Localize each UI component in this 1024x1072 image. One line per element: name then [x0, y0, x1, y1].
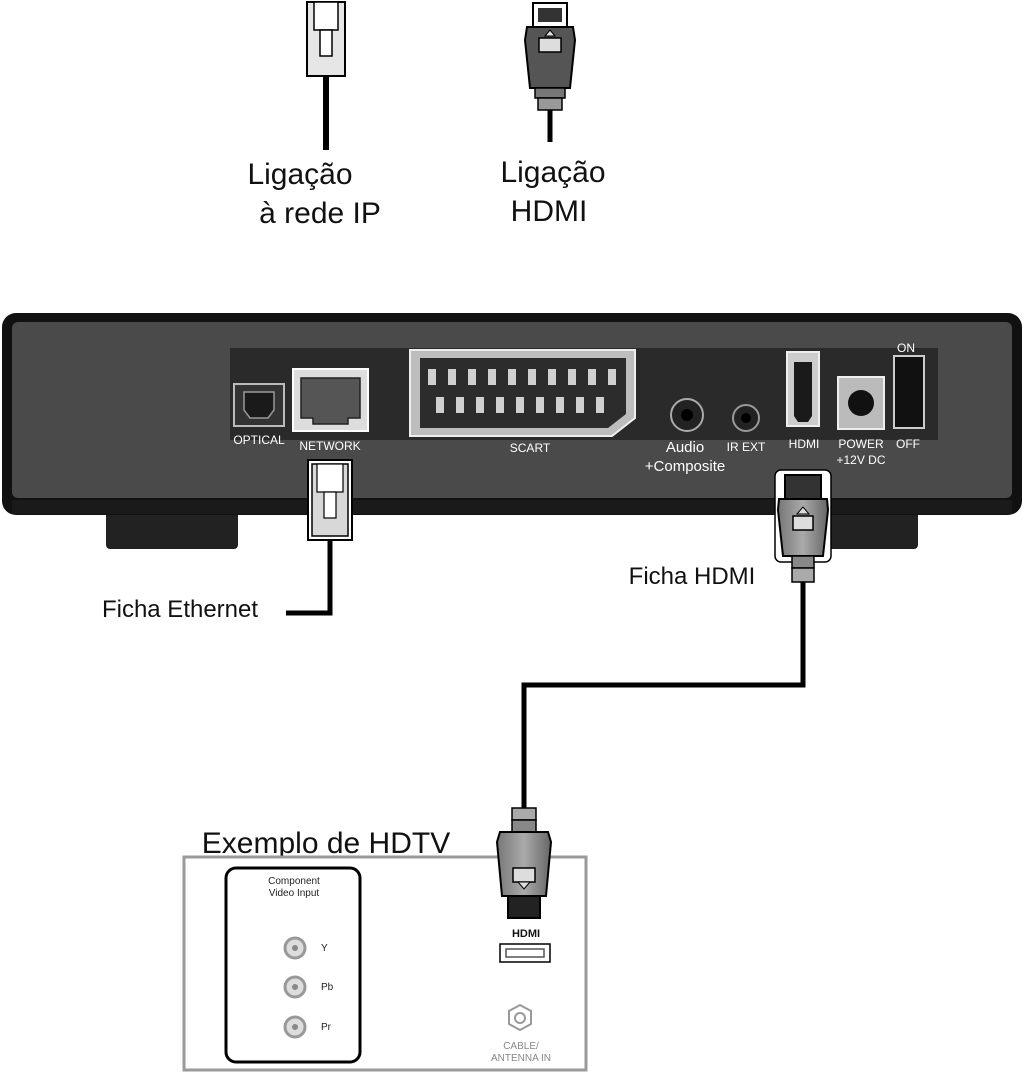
- network-port-label: NETWORK: [299, 439, 360, 453]
- hdmi-port: [786, 351, 820, 427]
- ir-ext-port: [732, 404, 760, 432]
- component-pr-label: Pr: [321, 1022, 332, 1033]
- scart-pin: [516, 397, 524, 413]
- component-y-jack: [283, 936, 307, 960]
- scart-pin: [576, 397, 584, 413]
- scart-pin: [548, 369, 556, 385]
- network-port: [292, 368, 369, 432]
- power-port-label-line2: +12V DC: [836, 453, 885, 467]
- component-pb-jack: [283, 975, 307, 999]
- scart-pin: [588, 369, 596, 385]
- ir-ext-port-label: IR EXT: [727, 440, 766, 454]
- power-port-label-line1: POWER: [838, 437, 884, 451]
- hdmi-port-label: HDMI: [789, 437, 820, 451]
- scart-pin: [496, 397, 504, 413]
- tv-title: Exemplo de HDTV: [202, 827, 450, 860]
- scart-port-label: SCART: [510, 441, 551, 455]
- ethernet-plug-label: Ficha Ethernet: [102, 596, 258, 623]
- legend-network-line2: à rede IP: [259, 197, 381, 230]
- antenna-label-line2: ANTENNA IN: [491, 1053, 551, 1064]
- component-label-line1: Component: [268, 876, 320, 887]
- scart-pin: [508, 369, 516, 385]
- scart-pin: [476, 397, 484, 413]
- component-y-label: Y: [321, 943, 328, 954]
- component-video-panel: [224, 866, 362, 1064]
- scart-pin: [568, 369, 576, 385]
- box-foot-left: [106, 505, 238, 549]
- scart-pin: [428, 369, 436, 385]
- ethernet-cable: [286, 459, 353, 616]
- ethernet-plug-icon: [306, 1, 346, 150]
- audio-port-label-line2: +Composite: [645, 458, 725, 475]
- hdmi-plug-box-end: [774, 469, 832, 583]
- tv-hdmi-port: [499, 943, 551, 963]
- scart-port: [409, 349, 636, 437]
- audio-composite-port: [670, 398, 704, 432]
- component-pr-jack: [283, 1015, 307, 1039]
- tv-hdmi-label: HDMI: [512, 928, 540, 940]
- optical-port: [233, 383, 285, 427]
- antenna-label-line1: CABLE/: [503, 1041, 539, 1052]
- component-label-line2: Video Input: [269, 888, 320, 899]
- component-pb-label: Pb: [321, 982, 334, 993]
- scart-pin: [436, 397, 444, 413]
- legend-network-line1: Ligação: [247, 158, 352, 191]
- switch-off-label: OFF: [896, 437, 920, 451]
- scart-pin: [608, 369, 616, 385]
- scart-pins: [428, 369, 616, 413]
- power-port: [837, 376, 885, 430]
- hdmi-plug-label: Ficha HDMI: [629, 563, 756, 590]
- scart-pin: [488, 369, 496, 385]
- switch-on-label: ON: [897, 341, 915, 355]
- scart-pin: [456, 397, 464, 413]
- legend-hdmi-line1: Ligação: [500, 156, 605, 189]
- scart-pin: [556, 397, 564, 413]
- hdmi-cable: [521, 580, 806, 810]
- scart-pin: [448, 369, 456, 385]
- optical-port-label: OPTICAL: [233, 433, 285, 447]
- set-top-box: [2, 313, 1022, 549]
- audio-port-label-line1: Audio: [666, 439, 704, 456]
- hdmi-plug-icon: [523, 2, 577, 142]
- power-switch[interactable]: [893, 355, 925, 429]
- antenna-jack: [508, 1003, 532, 1032]
- scart-pin: [528, 369, 536, 385]
- hdmi-plug-tv-end: [495, 807, 553, 919]
- scart-pin: [536, 397, 544, 413]
- scart-pin: [596, 397, 604, 413]
- legend-hdmi-line2: HDMI: [511, 195, 588, 228]
- scart-pin: [468, 369, 476, 385]
